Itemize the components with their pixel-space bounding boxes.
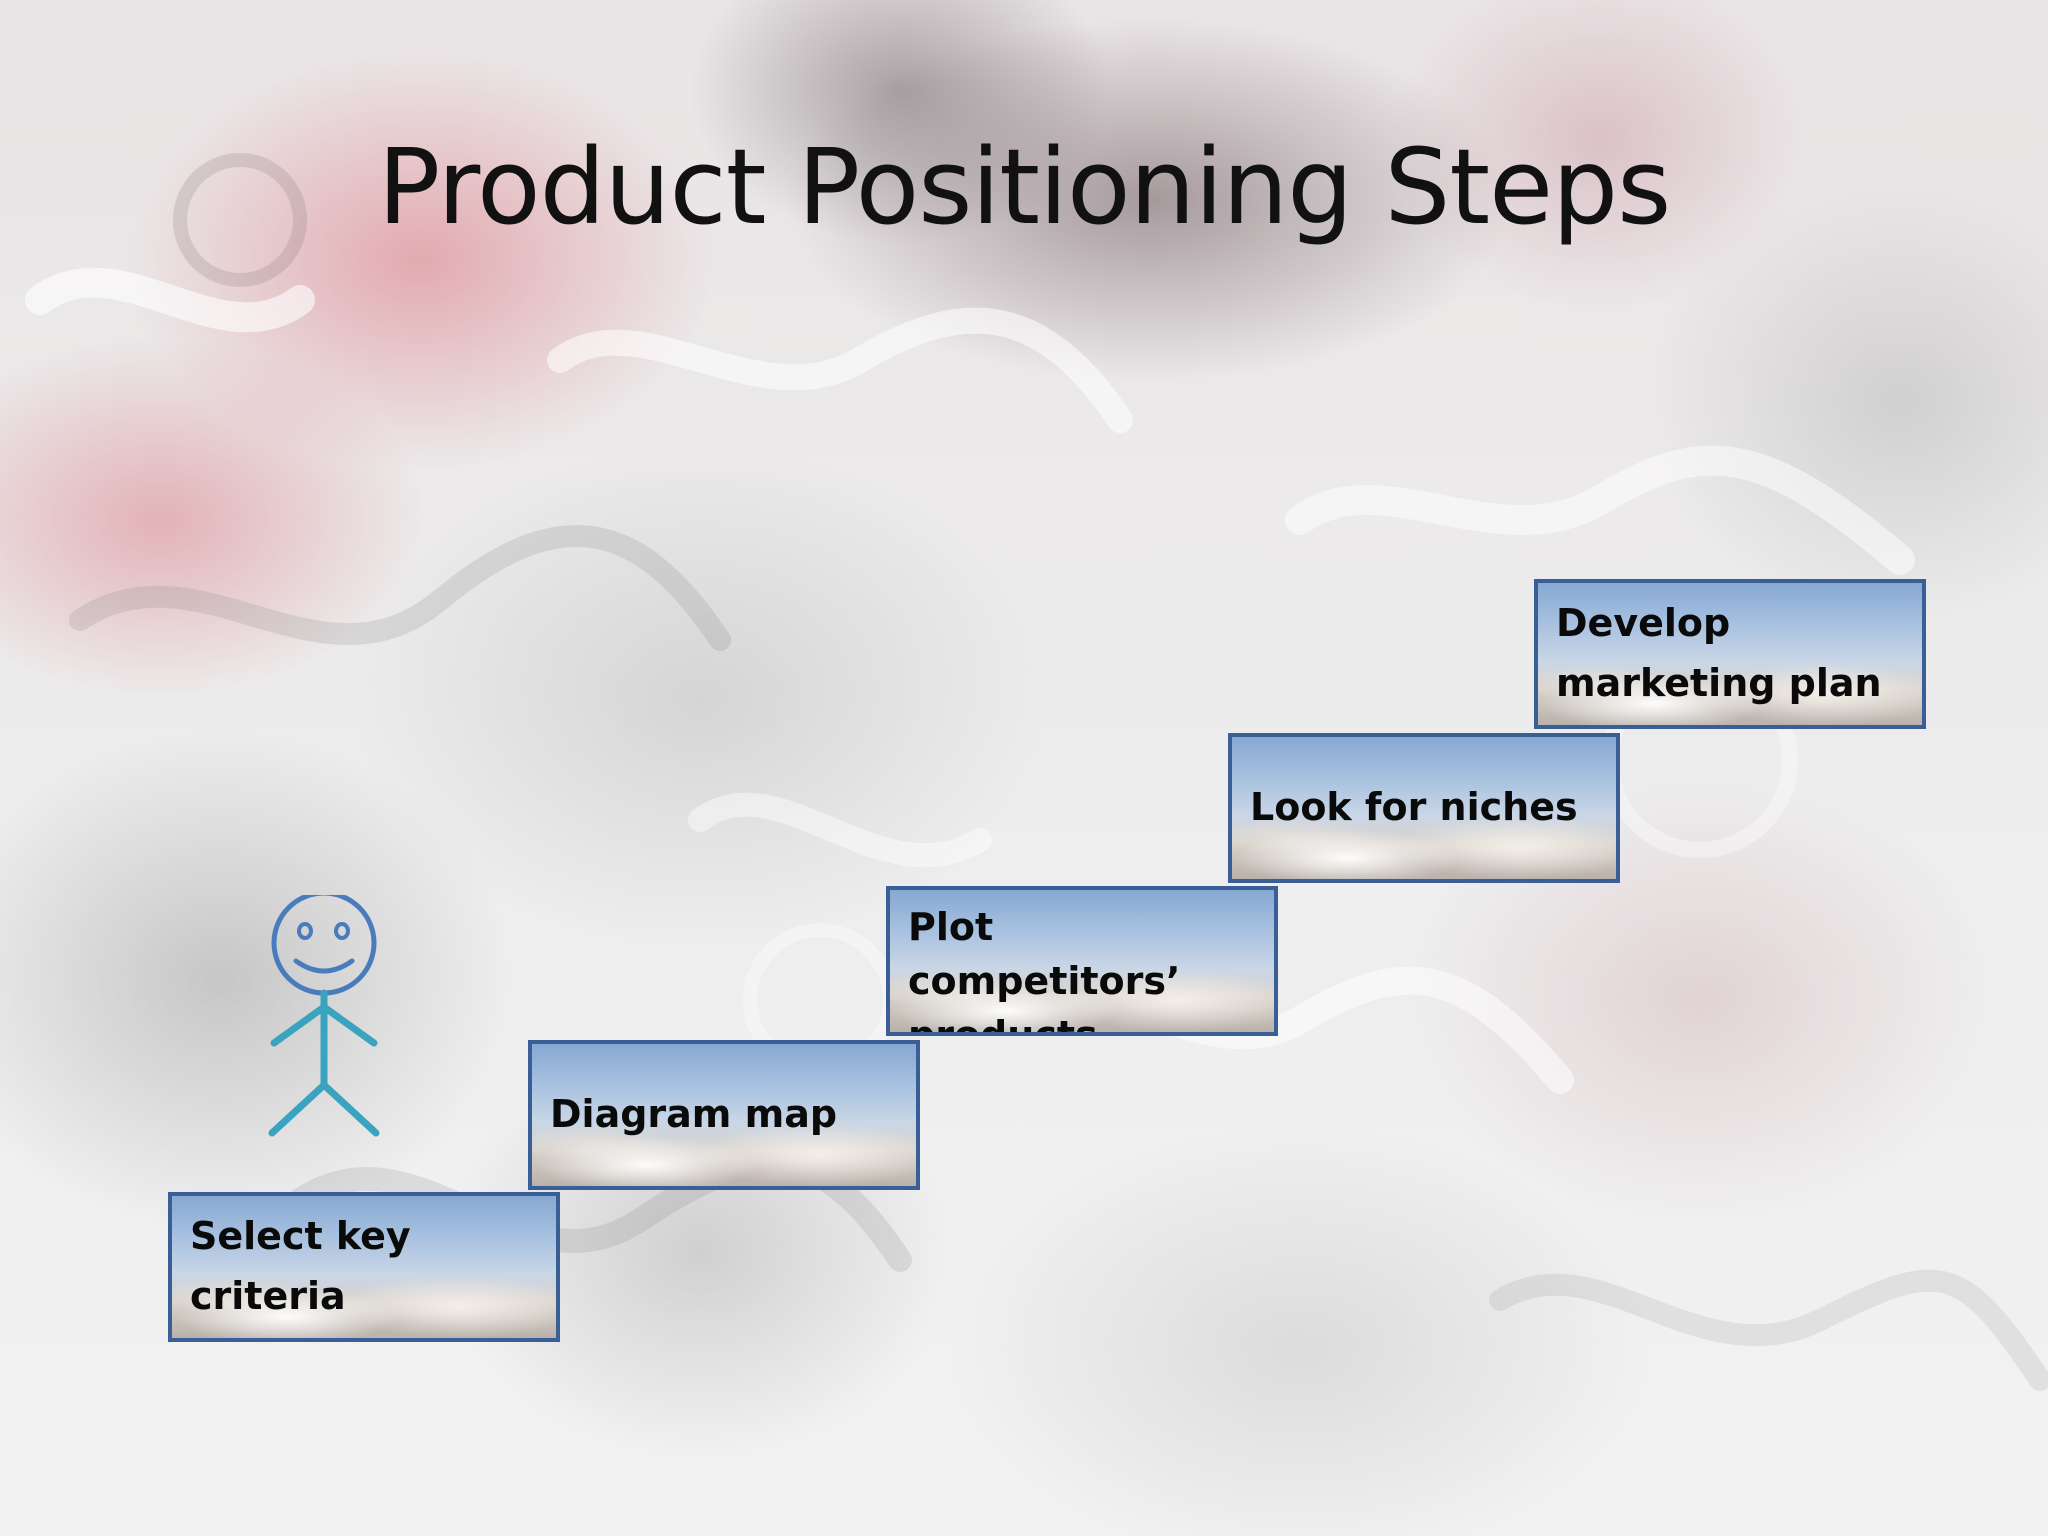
step-label: Develop marketing plan [1556, 601, 1882, 705]
step-look-for-niches: Look for niches [1228, 733, 1620, 883]
step-develop-marketing-plan: Develop marketing plan [1534, 579, 1926, 729]
figure-right-eye [334, 922, 350, 940]
figure-left-leg [268, 1081, 328, 1137]
step-select-key-criteria: Select key criteria [168, 1192, 560, 1342]
step-label: Look for niches [1250, 785, 1578, 829]
figure-right-arm [320, 1003, 378, 1047]
figure-left-eye [297, 922, 313, 940]
step-label: Plot competitors’ products [908, 905, 1181, 1036]
figure-left-arm [270, 1003, 328, 1047]
step-label: Select key criteria [190, 1214, 411, 1318]
figure-right-leg [320, 1081, 380, 1137]
stick-figure-icon [268, 895, 380, 1137]
step-diagram-map: Diagram map [528, 1040, 920, 1190]
step-label: Diagram map [550, 1092, 838, 1136]
figure-head [271, 895, 377, 996]
slide-title: Product Positioning Steps [377, 126, 1672, 248]
step-plot-competitors-products: Plot competitors’ products [886, 886, 1278, 1036]
figure-smile [293, 958, 355, 974]
